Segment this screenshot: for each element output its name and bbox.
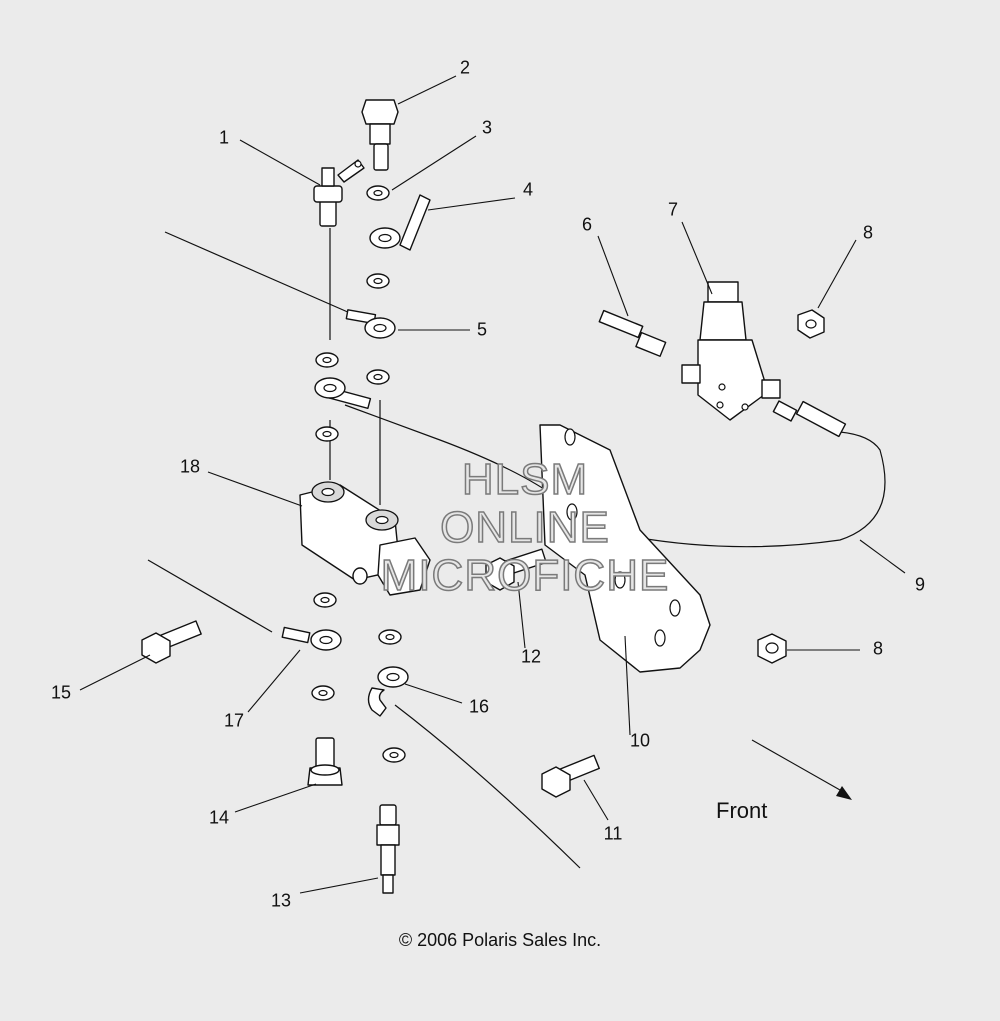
callout-11: 11 (603, 823, 623, 844)
banjo-bolt-2 (361, 99, 399, 171)
callout-12: 12 (520, 646, 542, 667)
callout-6: 6 (581, 214, 593, 235)
callout-7: 7 (667, 199, 679, 220)
banjo-fitting-4 (369, 194, 431, 251)
banjo-fitting-5 (345, 309, 396, 339)
callout-13: 13 (270, 890, 292, 911)
callout-14: 14 (208, 807, 230, 828)
callout-5: 5 (476, 319, 488, 340)
watermark-line-3: MICROFICHE (380, 550, 670, 601)
callout-3: 3 (481, 117, 493, 138)
banjo-fitting-17 (281, 626, 342, 651)
brake-switch-part (313, 159, 365, 227)
bolt-12 (485, 548, 547, 591)
brake-line-9 (559, 431, 886, 548)
front-label: Front (716, 798, 768, 823)
banjo-fitting-mid (314, 377, 372, 410)
callout-1: 1 (218, 127, 230, 148)
nut-8-top (797, 309, 825, 339)
callout-9: 9 (914, 574, 926, 595)
callout-16: 16 (468, 696, 490, 717)
brake-line-lower-right (394, 704, 581, 869)
callout-17: 17 (223, 710, 245, 731)
brake-line-upper (164, 231, 351, 314)
bracket-10 (539, 424, 711, 673)
nut-8-bottom (757, 633, 787, 664)
front-arrow (751, 739, 852, 800)
callout-4: 4 (522, 179, 534, 200)
callout-10: 10 (629, 730, 651, 751)
bolt-15 (141, 620, 202, 664)
callout-18: 18 (179, 456, 201, 477)
watermark-line-2: ONLINE (439, 502, 610, 553)
bleeder-14 (307, 737, 343, 786)
brake-line-lower-left (147, 559, 273, 633)
callout-15: 15 (50, 682, 72, 703)
callout-8-top: 8 (862, 222, 874, 243)
banjo-fitting-16 (367, 666, 409, 717)
valve-block-18 (299, 481, 431, 596)
watermark-line-1: HLSM (461, 454, 589, 505)
leader-lines (79, 75, 906, 894)
callout-8-bottom: 8 (872, 638, 884, 659)
line-9-fitting (772, 400, 847, 438)
fitting-13 (376, 804, 400, 894)
fitting-6 (598, 309, 667, 357)
bolt-11 (541, 754, 600, 798)
washers (311, 185, 406, 763)
valve-7 (681, 281, 781, 421)
callout-2: 2 (459, 57, 471, 78)
copyright-text: © 2006 Polaris Sales Inc. (398, 930, 602, 950)
